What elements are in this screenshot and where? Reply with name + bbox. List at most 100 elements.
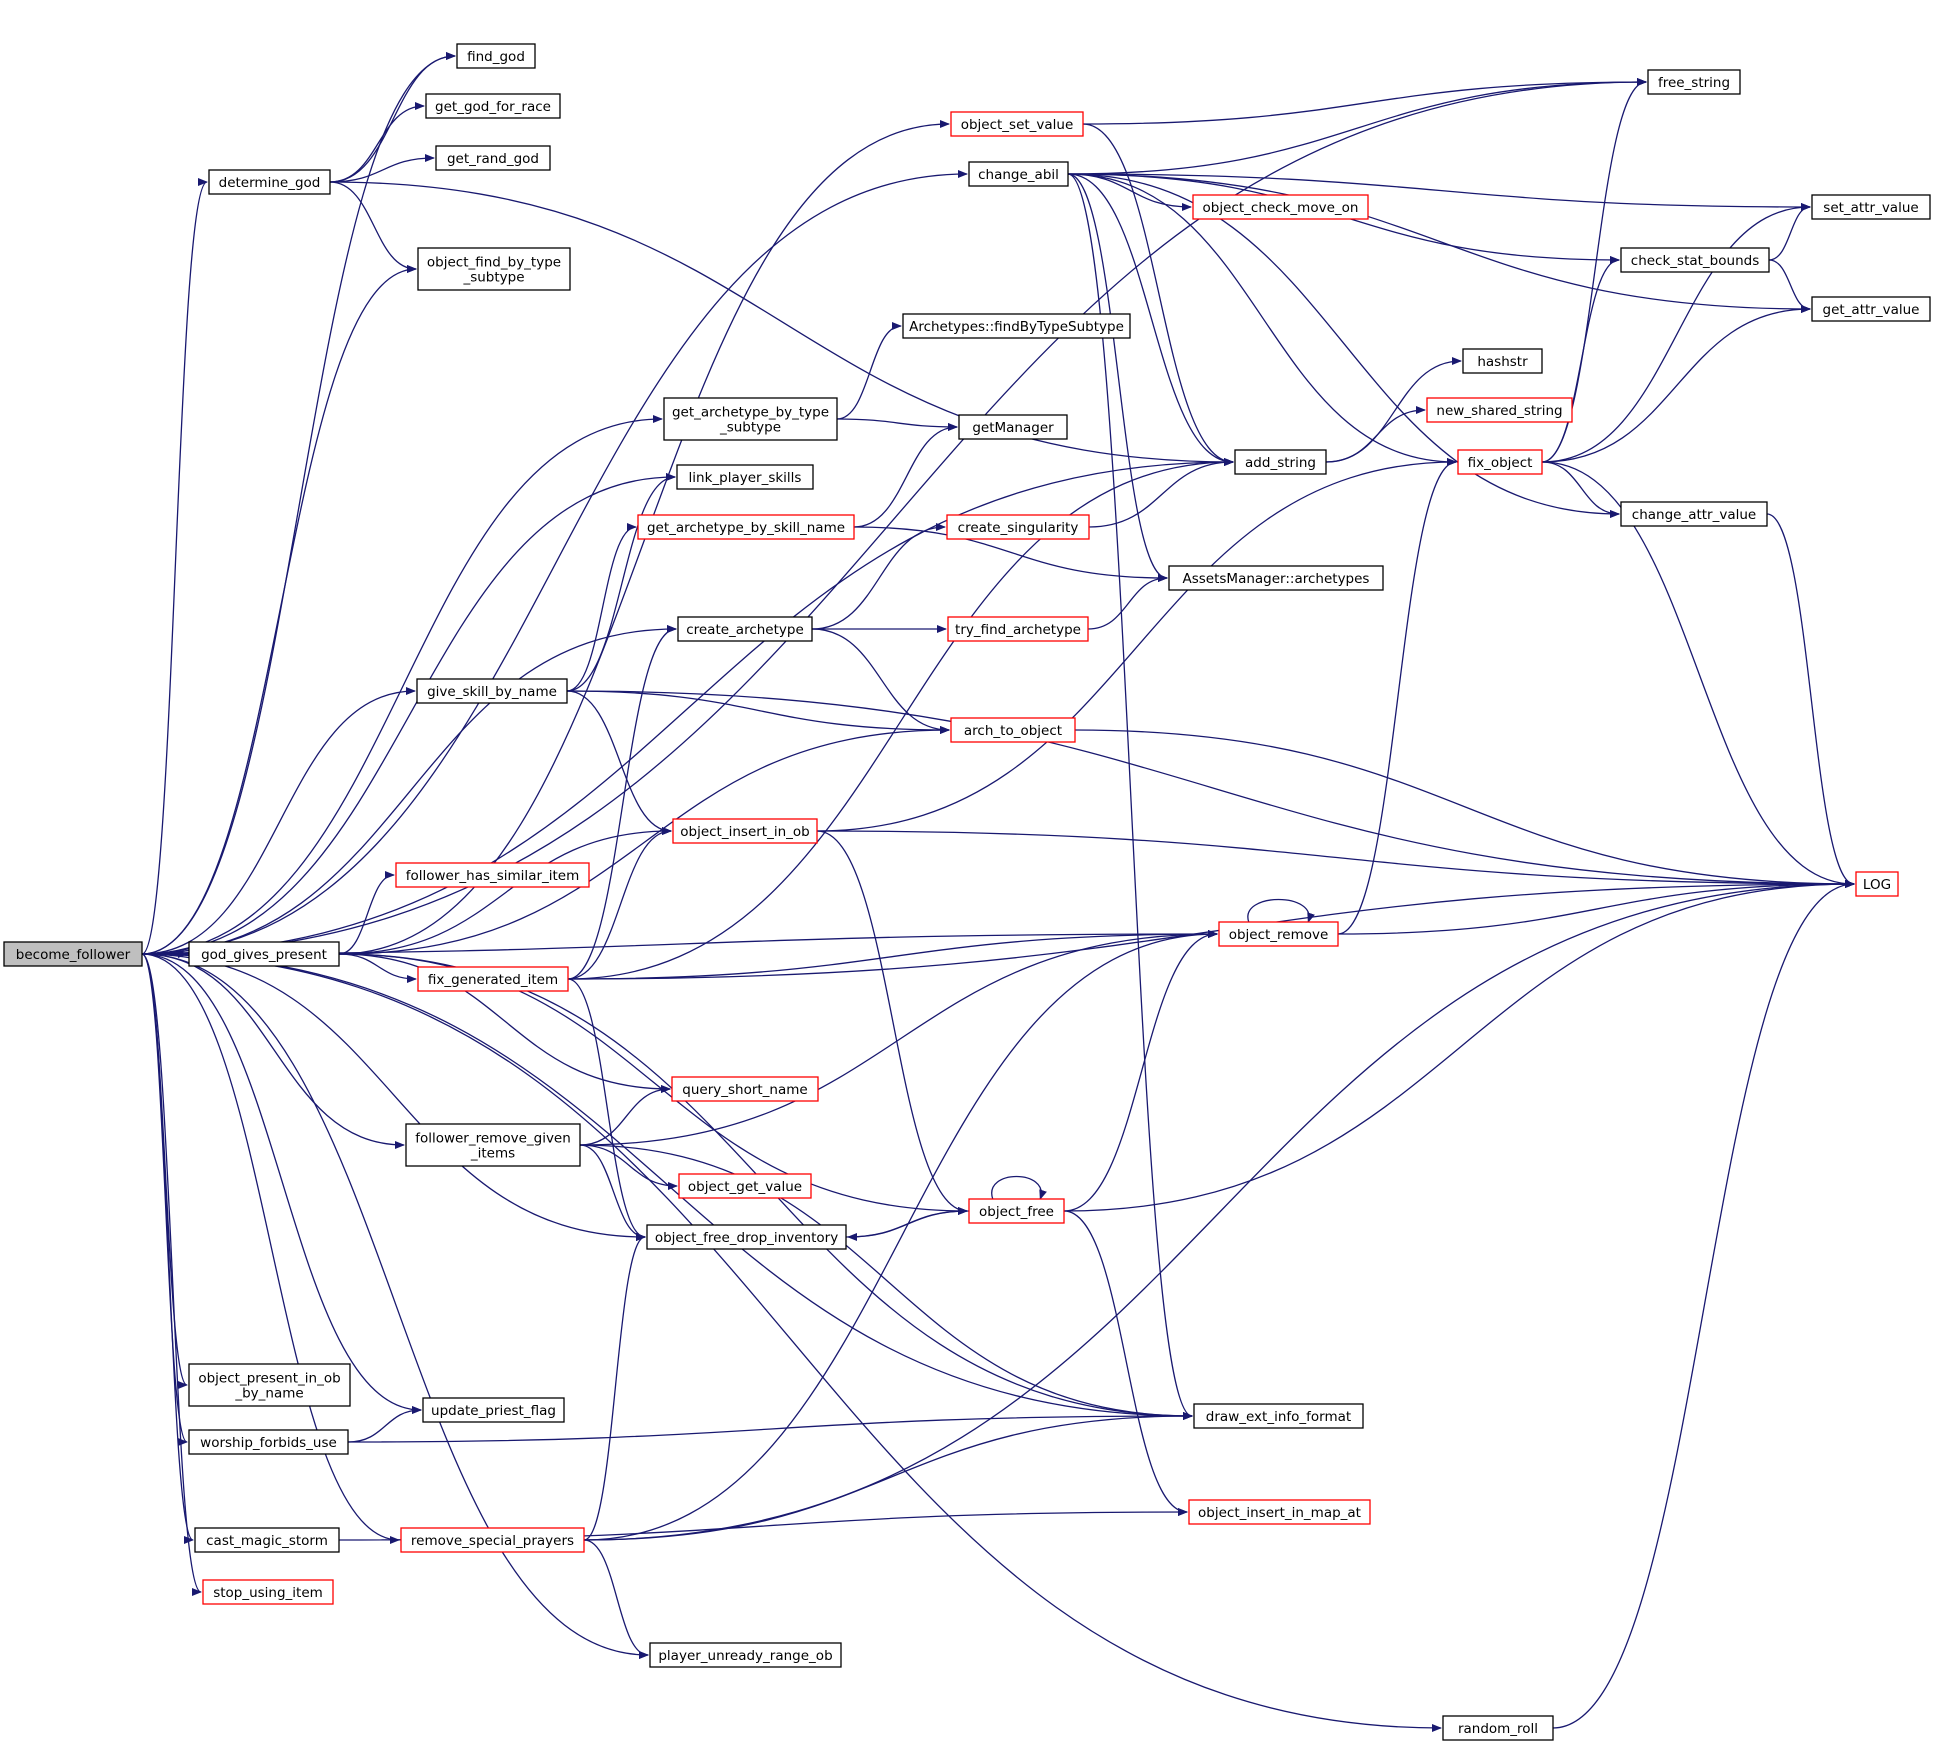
edge-change_abil-to-add_string [1067, 173, 1234, 466]
node-box [950, 111, 1084, 137]
node-object_present_in_ob_by_name[interactable]: object_present_in_ob_by_name [188, 1363, 351, 1407]
edge-object_free-to-object_free [991, 1175, 1047, 1200]
edge-fix_object-to-get_attr_value [1541, 305, 1811, 463]
node-find_god[interactable]: find_god [456, 43, 536, 69]
node-hashstr[interactable]: hashstr [1462, 348, 1543, 374]
node-cast_magic_storm[interactable]: cast_magic_storm [194, 1527, 340, 1553]
node-random_roll[interactable]: random_roll [1442, 1715, 1554, 1741]
node-add_string[interactable]: add_string [1234, 449, 1327, 475]
node-label: become_follower [16, 947, 131, 963]
node-object_free[interactable]: object_free [968, 1198, 1065, 1224]
node-get_rand_god[interactable]: get_rand_god [435, 145, 551, 171]
edges [141, 52, 1855, 1732]
node-stop_using_item[interactable]: stop_using_item [202, 1579, 334, 1605]
node-log[interactable]: LOG [1855, 871, 1899, 897]
node-box [947, 616, 1089, 642]
node-box [950, 717, 1076, 743]
edge-become_follower-to-random_roll [141, 953, 1442, 1732]
node-box [435, 145, 551, 171]
node-try_find_archetype[interactable]: try_find_archetype [947, 616, 1089, 642]
node-object_remove[interactable]: object_remove [1218, 921, 1339, 947]
node-label: _subtype [719, 420, 781, 436]
node-get_archetype_by_type_subtype[interactable]: get_archetype_by_type_subtype [663, 397, 838, 441]
node-object_check_move_on[interactable]: object_check_move_on [1192, 194, 1369, 220]
node-box [194, 1527, 340, 1553]
edge-follower_remove_given_items-to-object_get_value [579, 1144, 678, 1190]
node-get_god_for_race[interactable]: get_god_for_race [425, 93, 561, 119]
edge-become_follower-to-object_remove [141, 930, 1218, 955]
node-getmanager[interactable]: getManager [958, 414, 1068, 440]
node-create_singularity[interactable]: create_singularity [946, 514, 1090, 540]
edge-give_skill_by_name-to-log [566, 690, 1855, 888]
node-box [1426, 397, 1573, 423]
node-object_get_value[interactable]: object_get_value [678, 1173, 812, 1199]
node-fix_generated_item[interactable]: fix_generated_item [417, 966, 569, 992]
node-follower_remove_given_items[interactable]: follower_remove_given_items [405, 1123, 581, 1167]
node-box [1620, 247, 1770, 273]
node-player_unready_range_ob[interactable]: player_unready_range_ob [649, 1642, 842, 1668]
node-free_string[interactable]: free_string [1647, 69, 1741, 95]
node-label: _items [470, 1146, 515, 1162]
node-update_priest_flag[interactable]: update_priest_flag [422, 1397, 565, 1423]
node-object_insert_in_ob[interactable]: object_insert_in_ob [672, 818, 818, 844]
edge-change_abil-to-set_attr_value [1067, 173, 1811, 211]
node-label: get_archetype_by_skill_name [647, 520, 845, 536]
node-box [676, 464, 814, 490]
edge-become_follower-to-remove_special_prayers [141, 953, 400, 1544]
node-object_free_drop_inventory[interactable]: object_free_drop_inventory [646, 1224, 847, 1250]
node-get_attr_value[interactable]: get_attr_value [1811, 296, 1931, 322]
node-label: LOG [1863, 877, 1891, 893]
node-draw_ext_info_format[interactable]: draw_ext_info_format [1193, 1403, 1364, 1429]
node-label: get_archetype_by_type [672, 405, 829, 421]
node-set_attr_value[interactable]: set_attr_value [1811, 194, 1931, 220]
edge-create_archetype-to-arch_to_object [811, 628, 950, 734]
node-label: god_gives_present [201, 947, 327, 963]
node-box [1855, 871, 1899, 897]
node-query_short_name[interactable]: query_short_name [671, 1076, 819, 1102]
edge-get_archetype_by_type_subtype-to-archetypes_findbytypesubtype [836, 322, 902, 420]
node-box [425, 93, 561, 119]
node-change_attr_value[interactable]: change_attr_value [1620, 501, 1768, 527]
edge-become_follower-to-stop_using_item [141, 953, 202, 1596]
node-get_archetype_by_skill_name[interactable]: get_archetype_by_skill_name [637, 514, 855, 540]
edge-give_skill_by_name-to-get_archetype_by_skill_name [566, 523, 637, 692]
node-object_insert_in_map_at[interactable]: object_insert_in_map_at [1188, 1499, 1371, 1525]
node-label: create_singularity [958, 520, 1079, 536]
node-box [3, 941, 143, 967]
node-change_abil[interactable]: change_abil [968, 161, 1069, 187]
edge-object_free-to-object_remove [1063, 930, 1218, 1212]
node-object_set_value[interactable]: object_set_value [950, 111, 1084, 137]
edge-object_insert_in_ob-to-log [816, 830, 1855, 888]
node-check_stat_bounds[interactable]: check_stat_bounds [1620, 247, 1770, 273]
node-new_shared_string[interactable]: new_shared_string [1426, 397, 1573, 423]
node-arch_to_object[interactable]: arch_to_object [950, 717, 1076, 743]
node-create_archetype[interactable]: create_archetype [677, 616, 813, 642]
edge-follower_remove_given_items-to-draw_ext_info_format [579, 1144, 1193, 1420]
node-determine_god[interactable]: determine_god [208, 169, 331, 195]
edge-remove_special_prayers-to-object_free_drop_inventory [583, 1233, 646, 1541]
edge-object_remove-to-object_remove [1247, 898, 1315, 923]
edge-remove_special_prayers-to-draw_ext_info_format [583, 1412, 1193, 1541]
node-link_player_skills[interactable]: link_player_skills [676, 464, 814, 490]
node-remove_special_prayers[interactable]: remove_special_prayers [400, 1527, 585, 1553]
node-archetypes_findbytypesubtype[interactable]: Archetypes::findByTypeSubtype [902, 313, 1131, 339]
node-fix_object[interactable]: fix_object [1457, 449, 1543, 475]
edge-god_gives_present-to-query_short_name [338, 953, 671, 1093]
node-worship_forbids_use[interactable]: worship_forbids_use [188, 1429, 349, 1455]
node-box [422, 1397, 565, 1423]
edge-fix_generated_item-to-object_remove [567, 930, 1218, 980]
edge-become_follower-to-add_string [141, 458, 1234, 955]
node-object_find_by_type_subtype[interactable]: object_find_by_type_subtype [417, 247, 571, 291]
node-god_gives_present[interactable]: god_gives_present [188, 941, 340, 967]
edge-remove_special_prayers-to-player_unready_range_ob [583, 1539, 649, 1659]
node-label: query_short_name [682, 1082, 807, 1098]
node-box [671, 1076, 819, 1102]
node-give_skill_by_name[interactable]: give_skill_by_name [416, 678, 568, 704]
node-follower_has_similar_item[interactable]: follower_has_similar_item [395, 862, 590, 888]
edge-object_insert_in_ob-to-object_free [816, 830, 968, 1215]
edge-become_follower-to-get_archetype_by_type_subtype [141, 415, 663, 955]
node-label: link_player_skills [689, 470, 802, 486]
node-assetsmanager_archetypes[interactable]: AssetsManager::archetypes [1168, 565, 1384, 591]
edge-worship_forbids_use-to-update_priest_flag [347, 1406, 422, 1443]
edge-become_follower-to-change_abil [141, 170, 968, 955]
